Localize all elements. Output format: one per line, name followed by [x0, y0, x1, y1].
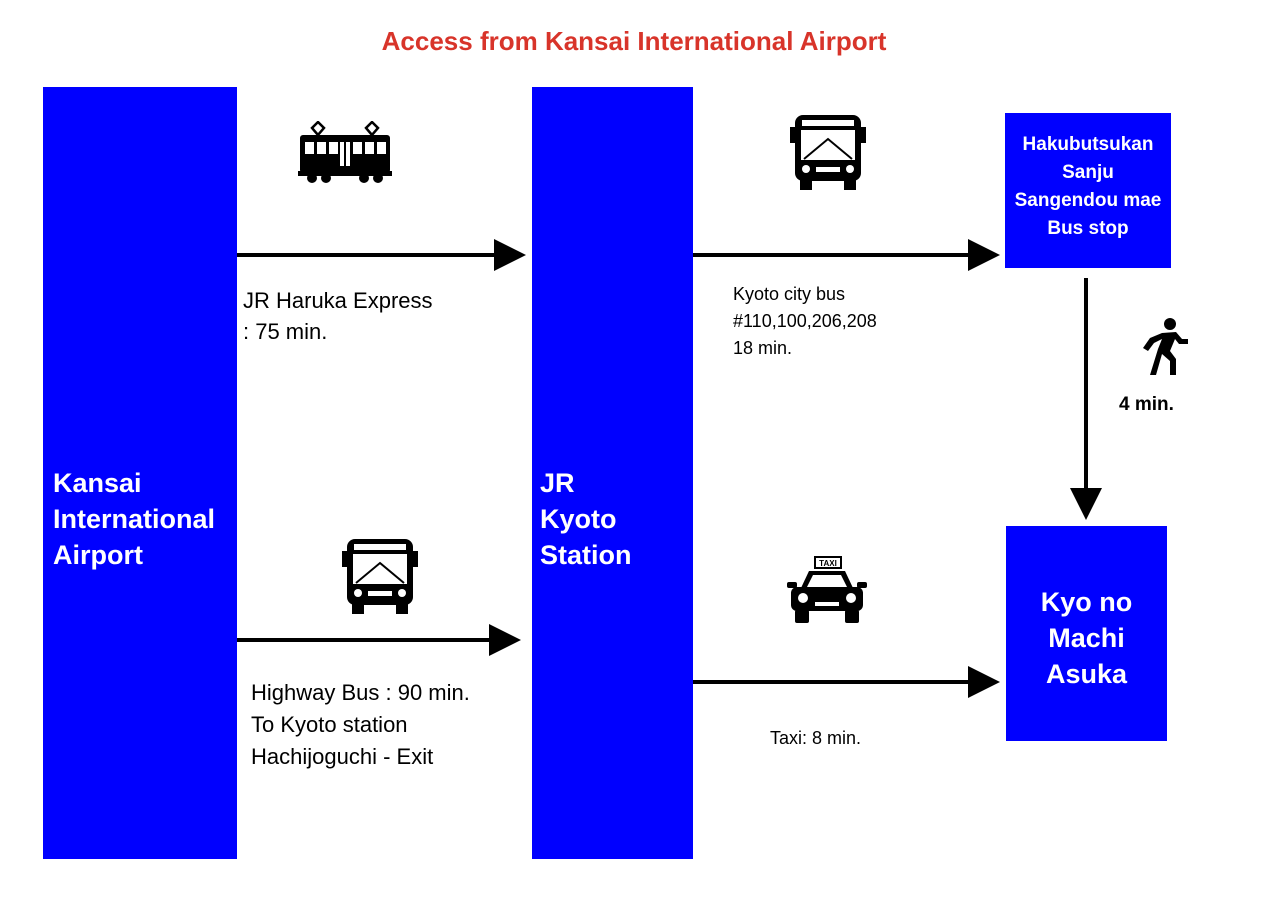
kansai-airport-label: Kansai International Airport [53, 468, 216, 570]
taxi-icon: TAXI [787, 556, 867, 623]
city-bus-route-note: Kyoto city bus #110,100,206,208 18 min. [733, 284, 877, 358]
highway-bus-icon [342, 539, 418, 614]
bus-stop-label: Hakubutsukan Sanju Sangendou mae Bus sto… [1014, 134, 1162, 239]
walking-person-icon [1143, 318, 1188, 375]
destination-block: Kyo no Machi Asuka [1006, 526, 1167, 741]
highway-bus-route-note: Highway Bus : 90 min. To Kyoto station H… [251, 680, 470, 769]
kansai-airport-block: Kansai International Airport [43, 87, 237, 859]
kyoto-station-label: JR Kyoto Station [540, 468, 632, 570]
city-bus-icon [790, 115, 866, 190]
haruka-route-note: JR Haruka Express : 75 min. [243, 288, 433, 344]
destination-label: Kyo no Machi Asuka [1040, 587, 1133, 689]
walk-route-note: 4 min. [1119, 394, 1174, 415]
diagram-title: Access from Kansai International Airport [381, 26, 887, 56]
taxi-route-note: Taxi: 8 min. [770, 728, 862, 748]
taxi-sign-label: TAXI [819, 559, 837, 568]
train-icon [298, 121, 392, 183]
kyoto-station-block: JR Kyoto Station [532, 87, 693, 859]
bus-stop-block: Hakubutsukan Sanju Sangendou mae Bus sto… [1005, 113, 1171, 268]
